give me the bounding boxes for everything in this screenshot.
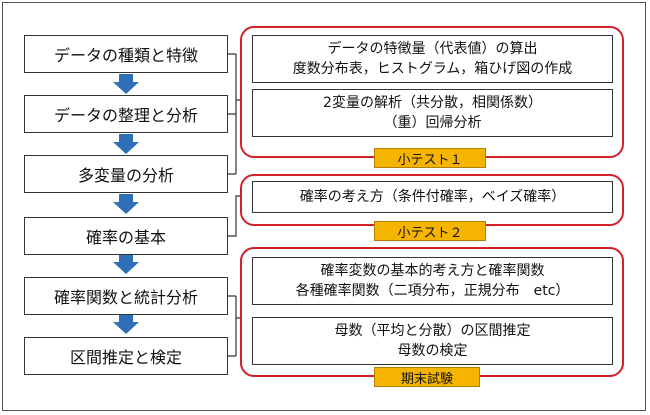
step-data-organize: データの整理と分析 xyxy=(24,95,228,133)
outer-frame xyxy=(2,2,646,411)
final-exam-badge: 期末試験 xyxy=(374,367,480,387)
step-prob-functions: 確率関数と統計分析 xyxy=(24,277,228,315)
arrow-5 xyxy=(113,314,139,334)
flow-arrows xyxy=(113,74,139,334)
quiz-2-badge: 小テスト２ xyxy=(374,221,486,241)
topic-line: 母数の検定 xyxy=(397,343,468,359)
bracket-group-1 xyxy=(228,53,240,175)
arrow-3 xyxy=(113,194,139,214)
topic-line: 2変量の解析（共分散，相関係数） xyxy=(323,95,542,111)
bracket-lines xyxy=(228,53,240,357)
topic-estimation-testing: 母数（平均と分散）の区間推定 母数の検定 xyxy=(252,317,613,365)
topic-probability-concepts: 確率の考え方（条件付確率，ベイズ確率） xyxy=(252,181,613,213)
step-data-types: データの種類と特徴 xyxy=(24,35,228,73)
bracket-group-2 xyxy=(228,195,240,237)
topic-random-variables: 確率変数の基本的考え方と確率関数 各種確率関数（二項分布，正規分布 etc） xyxy=(252,257,613,305)
quiz-1-badge: 小テスト１ xyxy=(374,148,486,168)
topic-line: （重）回帰分析 xyxy=(383,115,482,131)
step-multivariate: 多変量の分析 xyxy=(24,155,228,193)
topic-line: 度数分布表，ヒストグラム，箱ひげ図の作成 xyxy=(292,61,573,77)
arrow-2 xyxy=(113,134,139,154)
topic-line: 母数（平均と分散）の区間推定 xyxy=(334,323,531,339)
arrow-1 xyxy=(113,74,139,94)
topic-line: データの特徴量（代表値）の算出 xyxy=(327,41,538,57)
topic-bivariate-analysis: 2変量の解析（共分散，相関係数） （重）回帰分析 xyxy=(252,89,613,137)
topic-line: 確率変数の基本的考え方と確率関数 xyxy=(320,263,545,279)
bracket-group-3 xyxy=(228,295,240,357)
step-probability-basics: 確率の基本 xyxy=(24,217,228,255)
topic-descriptive-stats: データの特徴量（代表値）の算出 度数分布表，ヒストグラム，箱ひげ図の作成 xyxy=(252,35,613,83)
arrow-4 xyxy=(113,254,139,274)
topic-line: 各種確率関数（二項分布，正規分布 etc） xyxy=(295,283,570,299)
step-interval-estimation: 区間推定と検定 xyxy=(24,337,228,375)
topic-line: 確率の考え方（条件付確率，ベイズ確率） xyxy=(299,189,566,205)
